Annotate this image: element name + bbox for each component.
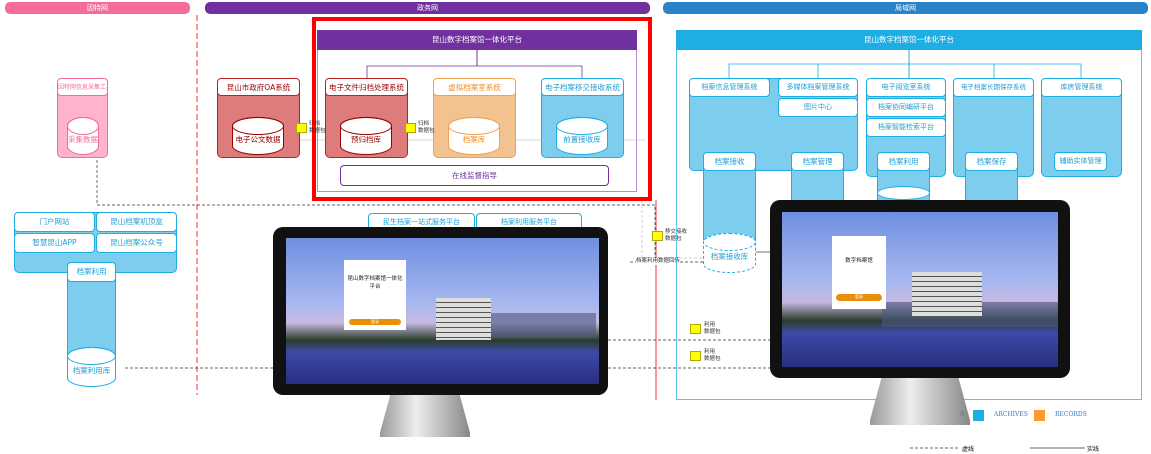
wechat-account[interactable]: 昆山档案公众号 [96,233,177,253]
lan-platform-title: 昆山数字档案馆一体化平台 [676,30,1142,50]
db-label: 档案利用库 [72,366,111,376]
monitor-stand [870,376,970,425]
gov-platform-title: 昆山数字档案馆一体化平台 [317,30,637,50]
tag-label: 利用 数据包 [704,349,721,362]
legend-partial: S [960,411,965,418]
reading-room-system[interactable]: 电子阅览室系统 [866,78,946,97]
virtual-archive-title[interactable]: 虚拟档案室系统 [433,78,516,96]
internet-header: 因特网 [5,2,190,14]
tag-label: 归档 数据包 [418,121,435,134]
package-icon [405,123,416,133]
tag-label: 利用 数据包 [704,322,721,335]
collected-data-db[interactable]: 采集数据 [67,117,99,155]
highlight-box [312,17,652,201]
online-supervision[interactable]: 在线监督指导 [340,165,609,186]
public-column [67,270,116,355]
return-label: 档案利用数据回传 [636,258,681,265]
package-icon [690,324,701,334]
login-button[interactable]: 登录 [349,319,401,325]
monitor-right: 数字档案馆 登录 [770,200,1070,378]
legend-dashed: 虚线 [962,446,975,453]
picture-center[interactable]: 图片中心 [778,98,858,117]
front-receive-db[interactable]: 前置接收库 [556,117,608,155]
smart-kunshan-app[interactable]: 智慧昆山APP [14,233,95,253]
db-label: 档案库 [462,135,486,145]
multimedia-system[interactable]: 多媒体档案管理系统 [778,78,858,97]
login-button[interactable]: 登录 [836,294,882,301]
module-receive[interactable]: 档案接收 [703,152,756,171]
archiving-system-title[interactable]: 电子文件归档处理系统 [325,78,408,96]
legend-archives: ARCHIVES [994,411,1028,418]
package-icon [296,123,307,133]
use-db-top [877,186,930,200]
module-manage[interactable]: 档案管理 [791,152,844,171]
oa-system-title[interactable]: 昆山市政府OA系统 [217,78,300,96]
module-physical[interactable]: 辅助实体管理 [1054,152,1107,171]
package-icon [652,231,663,241]
legend-solid: 实线 [1087,446,1100,453]
compilation-platform[interactable]: 档案协同编研平台 [866,98,946,117]
monitor-stand [380,393,470,437]
archive-use-tab[interactable]: 档案利用 [67,262,116,282]
archive-db[interactable]: 档案库 [448,117,500,155]
warehouse-system[interactable]: 库房管理系统 [1041,78,1122,97]
archive-receive-db[interactable]: 档案接收库 [703,233,756,273]
internet-collector-title[interactable]: 因特网信息采集工具 [57,78,108,96]
building [436,298,491,340]
long-term-system[interactable]: 电子档案长期保存系统 [953,78,1034,97]
pre-archive-db[interactable]: 预归档库 [340,117,392,155]
db-label: 采集数据 [68,135,98,145]
portal-website[interactable]: 门户网站 [14,212,95,232]
set-top-box[interactable]: 昆山档案机顶盒 [96,212,177,232]
login-screen-right: 数字档案馆 登录 [782,212,1058,367]
db-label: 电子公文数据 [235,135,281,145]
government-network-header: 政务网 [205,2,650,14]
login-title: 昆山数字档案馆一体化平台 [347,276,403,290]
archive-use-db[interactable]: 档案利用库 [67,347,116,387]
building [912,272,982,317]
tag-label: 归档 数据包 [309,121,326,134]
search-platform[interactable]: 档案智能检索平台 [866,118,946,137]
login-card: 数字档案馆 登录 [832,236,886,309]
module-use[interactable]: 档案利用 [877,152,930,171]
legend-records: RECORDS [1055,411,1087,418]
db-label: 档案接收库 [710,252,749,262]
oa-data-db[interactable]: 电子公文数据 [232,117,284,155]
login-card: 昆山数字档案馆一体化平台 登录 [344,260,406,330]
package-icon [690,351,701,361]
lan-header: 局域网 [663,2,1148,14]
transfer-system-title[interactable]: 电子档案移交接收系统 [541,78,624,96]
module-preserve[interactable]: 档案保存 [965,152,1018,171]
login-screen-left: 昆山数字档案馆一体化平台 登录 [286,238,599,384]
records-swatch [1034,410,1045,421]
db-label: 预归档库 [351,135,381,145]
info-mgmt-system[interactable]: 档案信息管理系统 [689,78,770,97]
login-title: 数字档案馆 [845,258,873,264]
archives-swatch [973,410,984,421]
monitor-left: 昆山数字档案馆一体化平台 登录 [273,227,608,395]
db-label: 前置接收库 [563,135,601,145]
